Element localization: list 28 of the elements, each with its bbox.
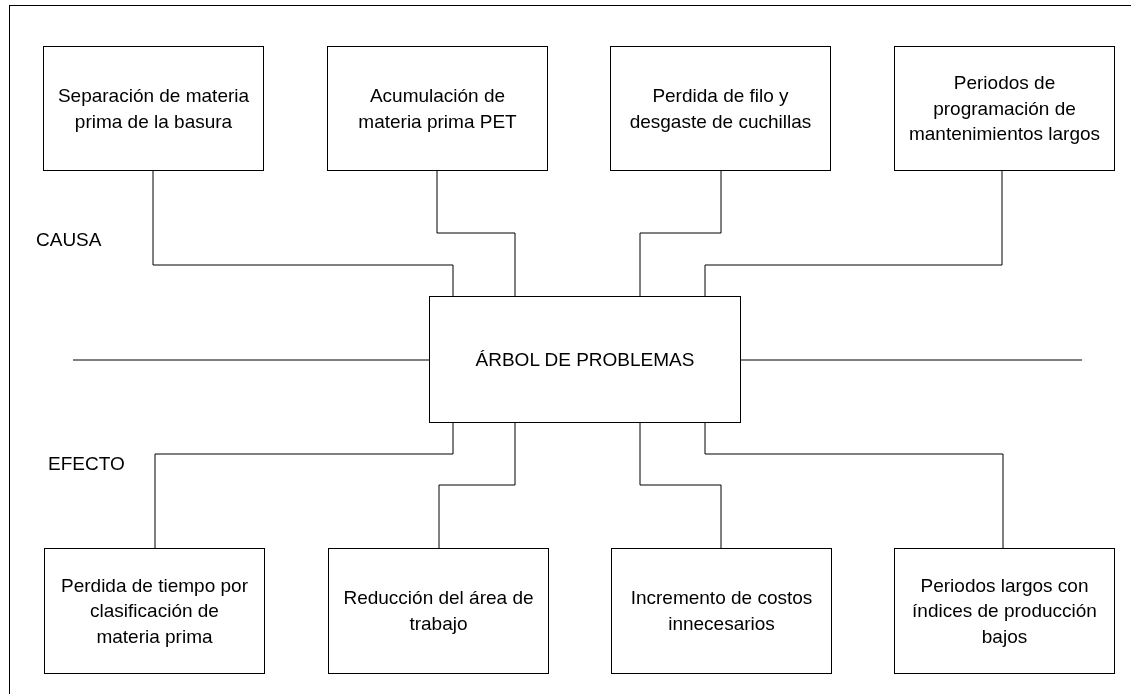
box-text: Perdida de tiempo por clasificación de materia prima	[60, 573, 249, 649]
connector-line	[639, 422, 722, 549]
box-text: Reducción del área de trabajo	[342, 586, 535, 636]
box-text: Separación de materia prima de la basura	[56, 83, 251, 134]
problem-box	[43, 46, 264, 171]
connector-line	[704, 170, 1003, 297]
problem-box	[328, 548, 549, 674]
box-text: Acumulación de materia prima PET	[357, 83, 518, 134]
connector-line	[438, 422, 516, 549]
connector-line	[154, 422, 454, 549]
box-text: Perdida de filo y desgaste de cuchillas	[628, 83, 813, 134]
problem-box	[327, 46, 548, 171]
central-problem-box	[429, 296, 741, 423]
box-text: Periodos de programación de mantenimientos largos	[907, 71, 1102, 147]
problem-box	[894, 548, 1115, 674]
problem-box	[611, 548, 832, 674]
connector-line	[152, 170, 454, 297]
problem-box	[894, 46, 1115, 171]
box-text: Periodos largos con índices de producción bajos	[911, 573, 1098, 649]
problem-box	[44, 548, 265, 674]
section-label: EFECTO	[48, 452, 125, 476]
connector-line	[436, 170, 516, 297]
connector-line	[639, 170, 722, 297]
problem-box	[610, 46, 831, 171]
section-label: CAUSA	[36, 228, 102, 252]
box-text: ÁRBOL DE PROBLEMAS	[475, 347, 695, 372]
box-text: Incremento de costos innecesarios	[629, 586, 814, 636]
connector-line	[704, 422, 1004, 549]
